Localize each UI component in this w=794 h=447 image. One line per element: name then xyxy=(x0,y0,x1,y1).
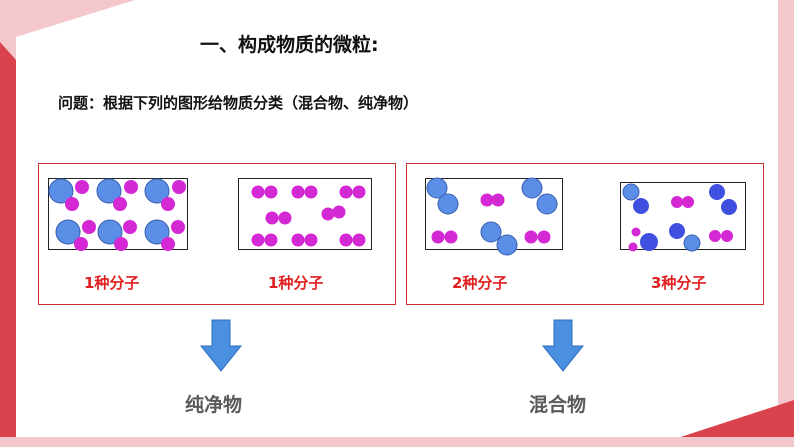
molecule xyxy=(55,219,96,251)
mixture-group xyxy=(406,163,764,305)
pure-substance-group xyxy=(38,163,396,305)
page-title: 一、构成物质的微粒: xyxy=(200,34,379,56)
sample-2-caption: 1种分子 xyxy=(268,274,324,292)
molecule xyxy=(251,233,278,247)
mixture-label: 混合物 xyxy=(529,394,587,416)
sample-1-molecules xyxy=(48,178,186,251)
arrow-down-icon xyxy=(199,319,243,372)
molecule xyxy=(431,230,458,244)
molecule xyxy=(709,230,733,242)
molecule xyxy=(321,205,346,221)
molecule xyxy=(671,196,694,208)
molecule xyxy=(291,233,318,247)
molecule xyxy=(144,178,186,211)
molecule xyxy=(339,233,366,247)
molecule xyxy=(524,230,551,244)
molecule xyxy=(622,183,649,214)
molecule xyxy=(339,185,366,199)
sample-3-molecules xyxy=(426,177,558,256)
arrow-down-icon xyxy=(541,319,585,372)
molecule xyxy=(628,227,658,252)
molecule xyxy=(480,221,518,256)
molecule xyxy=(669,223,701,252)
pure-substance-label: 纯净物 xyxy=(185,394,243,416)
molecule xyxy=(265,211,292,225)
molecule xyxy=(521,177,558,215)
sample-4-caption: 3种分子 xyxy=(651,274,707,292)
sample-2-molecules xyxy=(251,185,366,247)
molecule xyxy=(251,185,278,199)
sample-3-caption: 2种分子 xyxy=(452,274,508,292)
molecule xyxy=(144,219,185,251)
molecule xyxy=(480,193,505,207)
sample-4-molecules xyxy=(622,183,737,252)
molecule xyxy=(426,177,459,215)
molecule xyxy=(48,178,89,211)
sample-4 xyxy=(620,182,746,250)
molecule xyxy=(709,184,737,215)
molecule xyxy=(97,219,137,251)
molecule xyxy=(96,178,138,211)
sample-1-caption: 1种分子 xyxy=(84,274,140,292)
molecule xyxy=(291,185,318,199)
question-text: 问题：根据下列的图形给物质分类（混合物、纯净物） xyxy=(58,94,419,112)
